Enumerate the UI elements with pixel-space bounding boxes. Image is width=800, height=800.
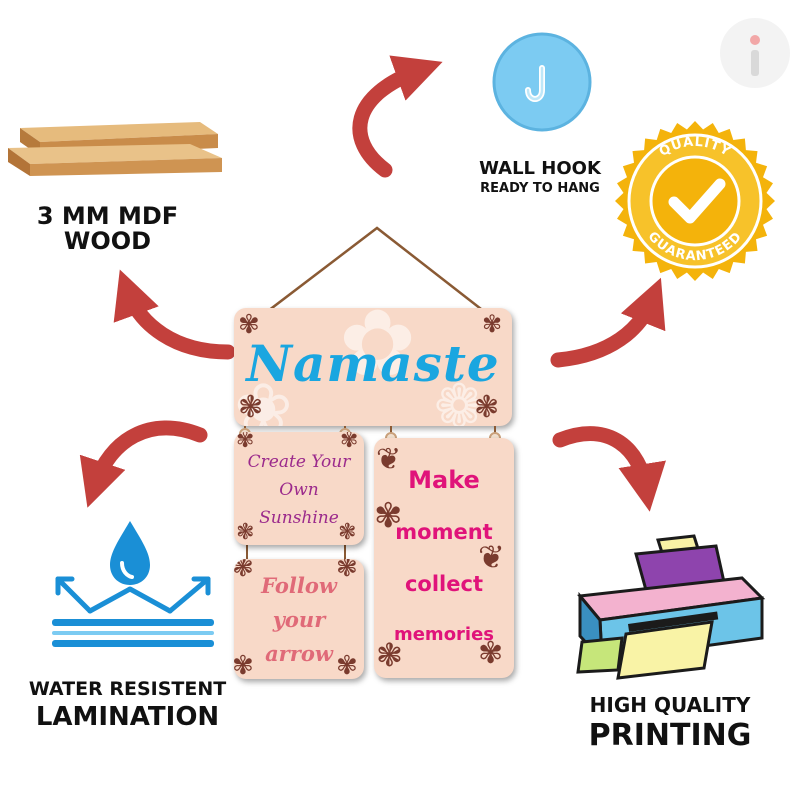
memories-line3: collect [404, 572, 483, 596]
arrow-to-badge [550, 277, 666, 368]
wood-planks-icon [8, 122, 222, 176]
sunshine-plaque: ✾ ✾ ❃ ❃ Create Your Own Sunshine [234, 432, 364, 545]
arrow-line1: Follow [261, 573, 337, 598]
wood-label-line1: 3 MM MDF [36, 202, 179, 230]
arrow-plaque: ❃ ❃ ✾ ✾ Follow your arrow [234, 559, 364, 679]
check-icon [668, 178, 726, 224]
arrow-line2: your [272, 607, 326, 632]
lamination-line2: LAMINATION [35, 701, 220, 732]
memories-line4: memories [393, 624, 495, 645]
printing-line1: HIGH QUALITY [589, 693, 751, 717]
arrow-to-hook [352, 55, 443, 178]
water-drop-icon [52, 521, 214, 647]
arrow-to-lamination [79, 420, 208, 508]
lamination-label: WATER RESISTENT LAMINATION [20, 678, 235, 732]
info-icon[interactable] [720, 18, 790, 88]
hook-label: WALL HOOK READY TO HANG [455, 158, 625, 196]
printing-label: HIGH QUALITY PRINTING [570, 695, 770, 752]
hook-label-line1: WALL HOOK [479, 158, 601, 179]
arrow-to-wood [113, 269, 236, 360]
sunshine-line1: Create Your [247, 452, 351, 472]
sunshine-line3: Sunshine [259, 508, 339, 528]
arrow-line3: arrow [265, 641, 333, 666]
memories-line2: moment [395, 520, 493, 544]
namaste-plaque: ✿ ❀ ❁ ✾ ❃ ❃ ✾ Namaste [234, 308, 512, 426]
memories-plaque: ❦ ✾ ❦ ❃ ✾ Make moment collect memories [374, 438, 514, 678]
memories-line1: Make [408, 466, 480, 494]
printing-line2: PRINTING [588, 718, 752, 753]
wood-label-line2: WOOD [63, 227, 152, 256]
hook-label-line2: READY TO HANG [480, 180, 600, 196]
lamination-line1: WATER RESISTENT [28, 678, 227, 700]
sunshine-line2: Own [279, 480, 319, 500]
printer-icon [576, 534, 766, 680]
arrow-to-printing [552, 426, 666, 512]
namaste-title: Namaste [246, 334, 500, 393]
wood-label: 3 MM MDF WOOD [15, 202, 200, 256]
quality-badge-icon: QUALITY GUARANTEED [615, 121, 775, 281]
wall-hook-icon [492, 32, 592, 132]
